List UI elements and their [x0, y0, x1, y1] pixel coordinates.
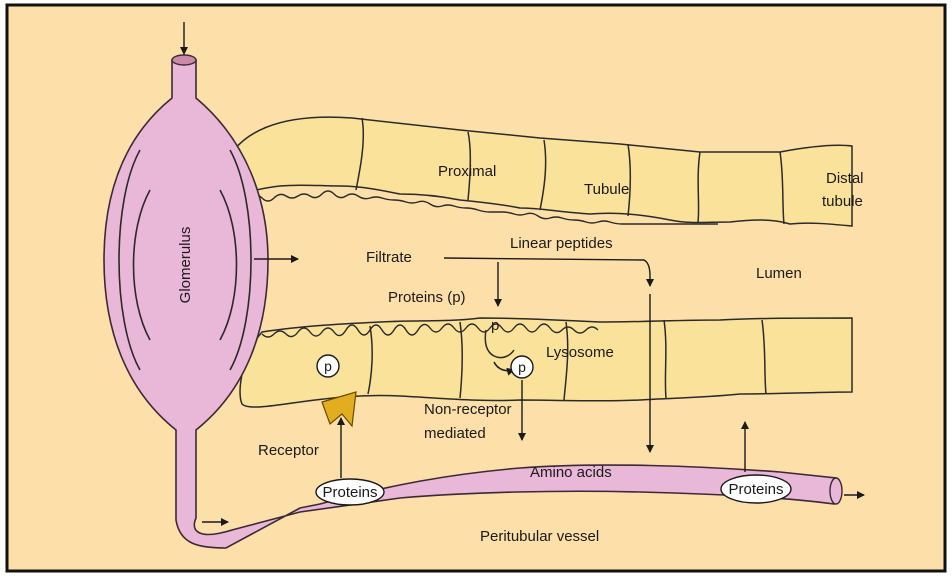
- proteins-p-label: Proteins (p): [388, 289, 466, 306]
- receptor-label: Receptor: [258, 442, 319, 459]
- proteins-right-label: Proteins: [728, 481, 783, 498]
- vessel-end-opening: [830, 478, 842, 504]
- p-free-label: p: [491, 317, 499, 334]
- proteins-oval-left: Proteins: [316, 479, 384, 505]
- lumen-label: Lumen: [756, 265, 802, 282]
- proximal-label: Proximal: [438, 163, 496, 180]
- proteins-left-label: Proteins: [322, 484, 377, 501]
- tubule-label: Tubule: [584, 181, 629, 198]
- distal-label-line1: Distal: [826, 170, 864, 187]
- vessel-opening: [172, 55, 196, 65]
- glomerulus-label: Glomerulus: [177, 227, 194, 304]
- p-label-vesicle: p: [518, 359, 526, 375]
- non-receptor-label-line1: Non-receptor: [424, 401, 512, 418]
- protein-circle-vesicle: p: [511, 356, 533, 378]
- p-label-receptor: p: [324, 358, 332, 374]
- proteins-oval-right: Proteins: [721, 475, 791, 503]
- amino-acids-label: Amino acids: [530, 464, 612, 481]
- peritubular-vessel-label: Peritubular vessel: [480, 528, 599, 545]
- lysosome-label: Lysosome: [546, 344, 614, 361]
- protein-circle-receptor: p: [317, 355, 339, 377]
- linear-peptides-label: Linear peptides: [510, 235, 613, 252]
- distal-label-line2: tubule: [822, 193, 863, 210]
- filtrate-label: Filtrate: [366, 249, 412, 266]
- non-receptor-label-line2: mediated: [424, 425, 486, 442]
